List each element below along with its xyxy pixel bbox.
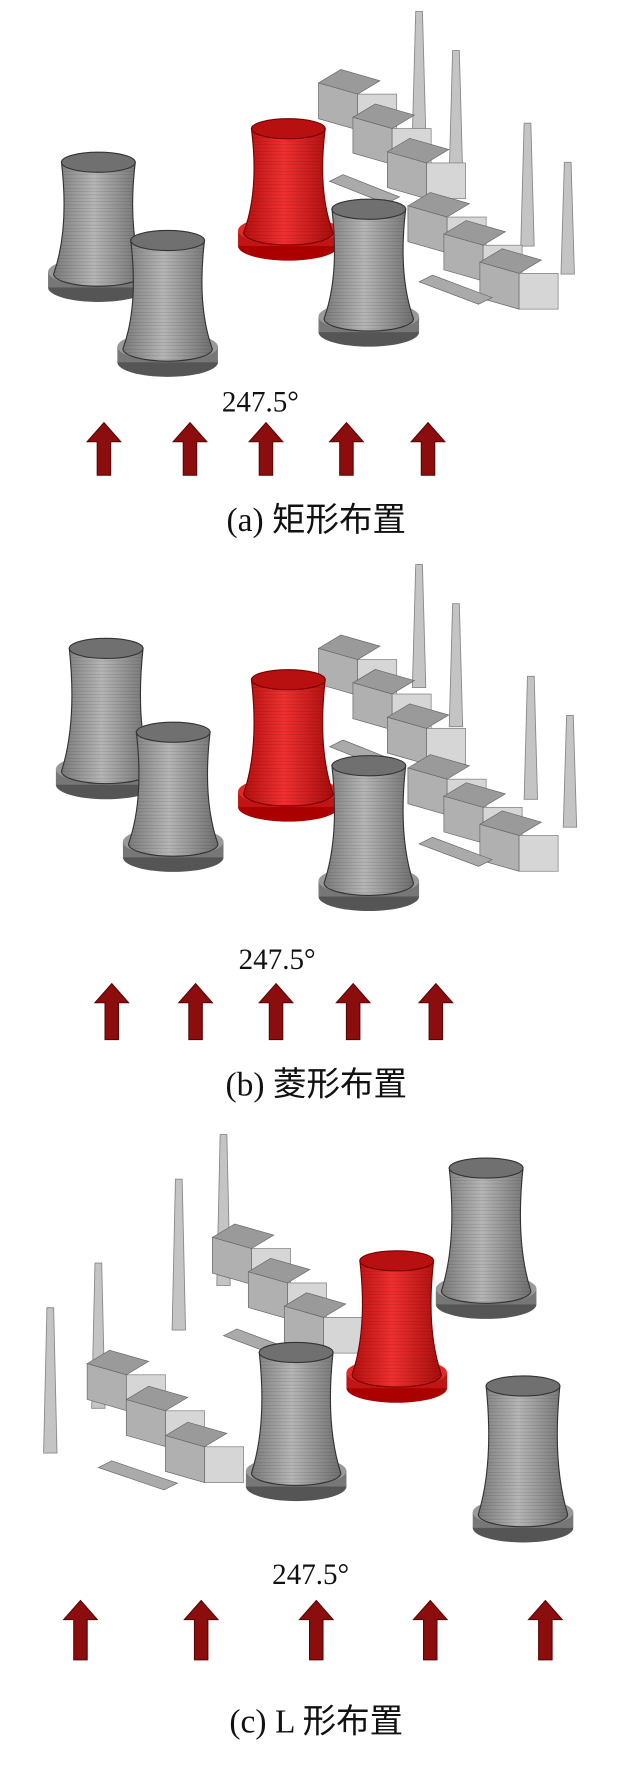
caption-b: (b) 菱形布置 xyxy=(225,1066,407,1103)
target-cooling-tower-red xyxy=(238,669,339,822)
target-cooling-tower-red xyxy=(238,118,339,261)
chimney xyxy=(411,10,427,135)
chimney xyxy=(448,50,464,174)
wind-angle-label-b: 247.5° xyxy=(239,944,316,976)
wind-direction-arrow-icon xyxy=(183,1599,220,1661)
plant-building xyxy=(317,69,466,204)
wind-direction-arrow-icon xyxy=(527,1599,564,1661)
wind-direction-arrow-icon xyxy=(417,982,454,1041)
chimney xyxy=(171,1178,186,1331)
cooling-tower xyxy=(55,637,157,800)
chimney xyxy=(411,564,427,688)
cooling-tower xyxy=(318,198,420,347)
chimney xyxy=(560,161,575,275)
plant-building xyxy=(317,634,466,770)
cooling-tower xyxy=(435,1157,537,1319)
wind-direction-arrow-icon xyxy=(93,982,130,1041)
wind-direction-arrow-icon xyxy=(410,421,447,476)
wind-direction-arrow-icon xyxy=(62,1599,99,1661)
wind-angle-label-a: 247.5° xyxy=(222,386,299,418)
wind-direction-arrow-icon xyxy=(247,421,284,476)
wind-direction-arrow-icon xyxy=(177,982,214,1041)
wind-direction-arrow-icon xyxy=(85,421,122,476)
wind-direction-arrow-icon xyxy=(335,982,372,1041)
cooling-tower xyxy=(318,755,420,912)
cooling-tower xyxy=(472,1375,574,1543)
wind-direction-arrow-icon xyxy=(258,982,295,1041)
wind-angle-label-c: 247.5° xyxy=(272,1559,349,1591)
cooling-tower xyxy=(122,721,224,872)
caption-c: (c) L 形布置 xyxy=(229,1703,403,1740)
caption-a: (a) 矩形布置 xyxy=(226,502,406,539)
wind-direction-arrow-icon xyxy=(171,421,208,476)
plant-building xyxy=(86,1349,244,1491)
cooling-tower xyxy=(48,151,149,302)
target-cooling-tower-red xyxy=(346,1250,448,1403)
plant-building xyxy=(407,754,559,872)
chimney xyxy=(520,122,535,247)
chimney xyxy=(562,715,578,828)
chimney xyxy=(43,1307,58,1454)
plant-building xyxy=(211,1223,363,1359)
wind-direction-arrow-icon xyxy=(298,1599,335,1661)
cooling-tower xyxy=(117,229,218,377)
wind-direction-arrow-icon xyxy=(412,1599,449,1661)
wind-direction-arrow-icon xyxy=(328,421,365,476)
chimney xyxy=(523,675,538,800)
chimney xyxy=(448,603,464,728)
plant-building xyxy=(407,192,559,310)
cooling-tower xyxy=(245,1341,347,1502)
